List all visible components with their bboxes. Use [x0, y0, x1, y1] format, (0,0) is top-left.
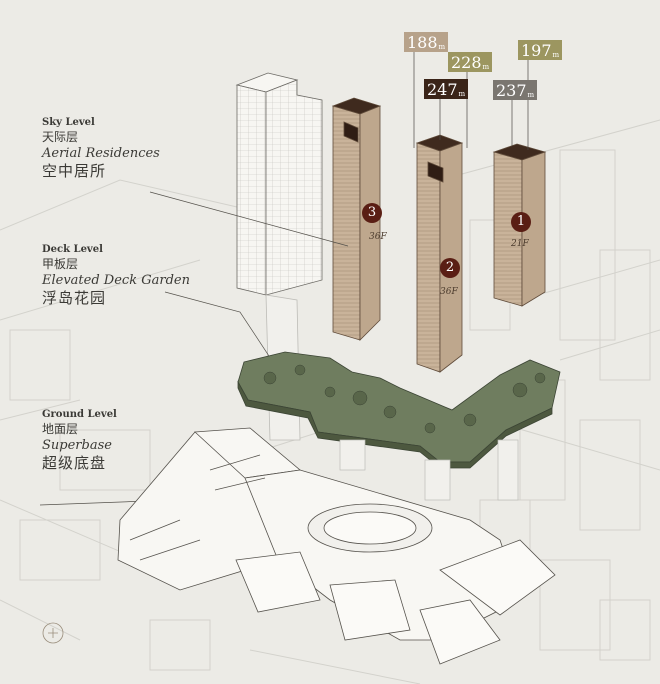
level-subtitle-zh: 超级底盘 — [42, 454, 107, 472]
level-name-zh: 甲板层 — [42, 257, 79, 271]
superbase-drawing — [117, 427, 556, 665]
height-unit: m — [527, 91, 535, 99]
height-value: 237 — [496, 81, 527, 100]
level-subtitle-en: Aerial Residences — [42, 146, 160, 161]
tower-1-floors: 21F — [511, 239, 529, 249]
height-unit: m — [552, 51, 560, 59]
level-name-zh: 地面层 — [42, 422, 79, 436]
level-name-en: Sky Level — [42, 117, 95, 128]
level-name-zh: 天际层 — [42, 130, 79, 144]
tower-1-drawing — [492, 143, 547, 307]
level-name-en: Deck Level — [42, 244, 103, 255]
tower-1-badge: 1 — [511, 212, 531, 232]
height-value: 188 — [407, 33, 438, 52]
height-unit: m — [458, 90, 466, 98]
tower-2-drawing — [415, 134, 464, 373]
tower-3-badge: 3 — [362, 203, 382, 223]
tower-bases — [339, 439, 519, 501]
tower-3-drawing — [331, 97, 382, 341]
ground-level-label: Ground Level 地面层 Superbase 超级底盘 — [42, 408, 117, 473]
level-name-en: Ground Level — [42, 409, 117, 420]
tower-2-floors: 36F — [440, 287, 458, 297]
level-subtitle-en: Elevated Deck Garden — [42, 273, 190, 288]
level-subtitle-zh: 浮岛花园 — [42, 289, 107, 307]
deck-garden-drawing — [237, 351, 561, 469]
height-value: 228 — [451, 53, 482, 72]
height-value: 247 — [427, 80, 458, 99]
deck-level-label: Deck Level 甲板层 Elevated Deck Garden 浮岛花园 — [42, 243, 190, 308]
seal-icon — [42, 622, 64, 644]
tower-3-floors: 36F — [369, 232, 387, 242]
level-subtitle-en: Superbase — [42, 438, 112, 453]
tower-2-badge: 2 — [440, 258, 460, 278]
height-unit: m — [482, 63, 490, 71]
sky-level-label: Sky Level 天际层 Aerial Residences 空中居所 — [42, 116, 160, 181]
level-subtitle-zh: 空中居所 — [42, 162, 107, 180]
height-value: 197 — [521, 41, 552, 60]
height-unit: m — [438, 43, 446, 51]
